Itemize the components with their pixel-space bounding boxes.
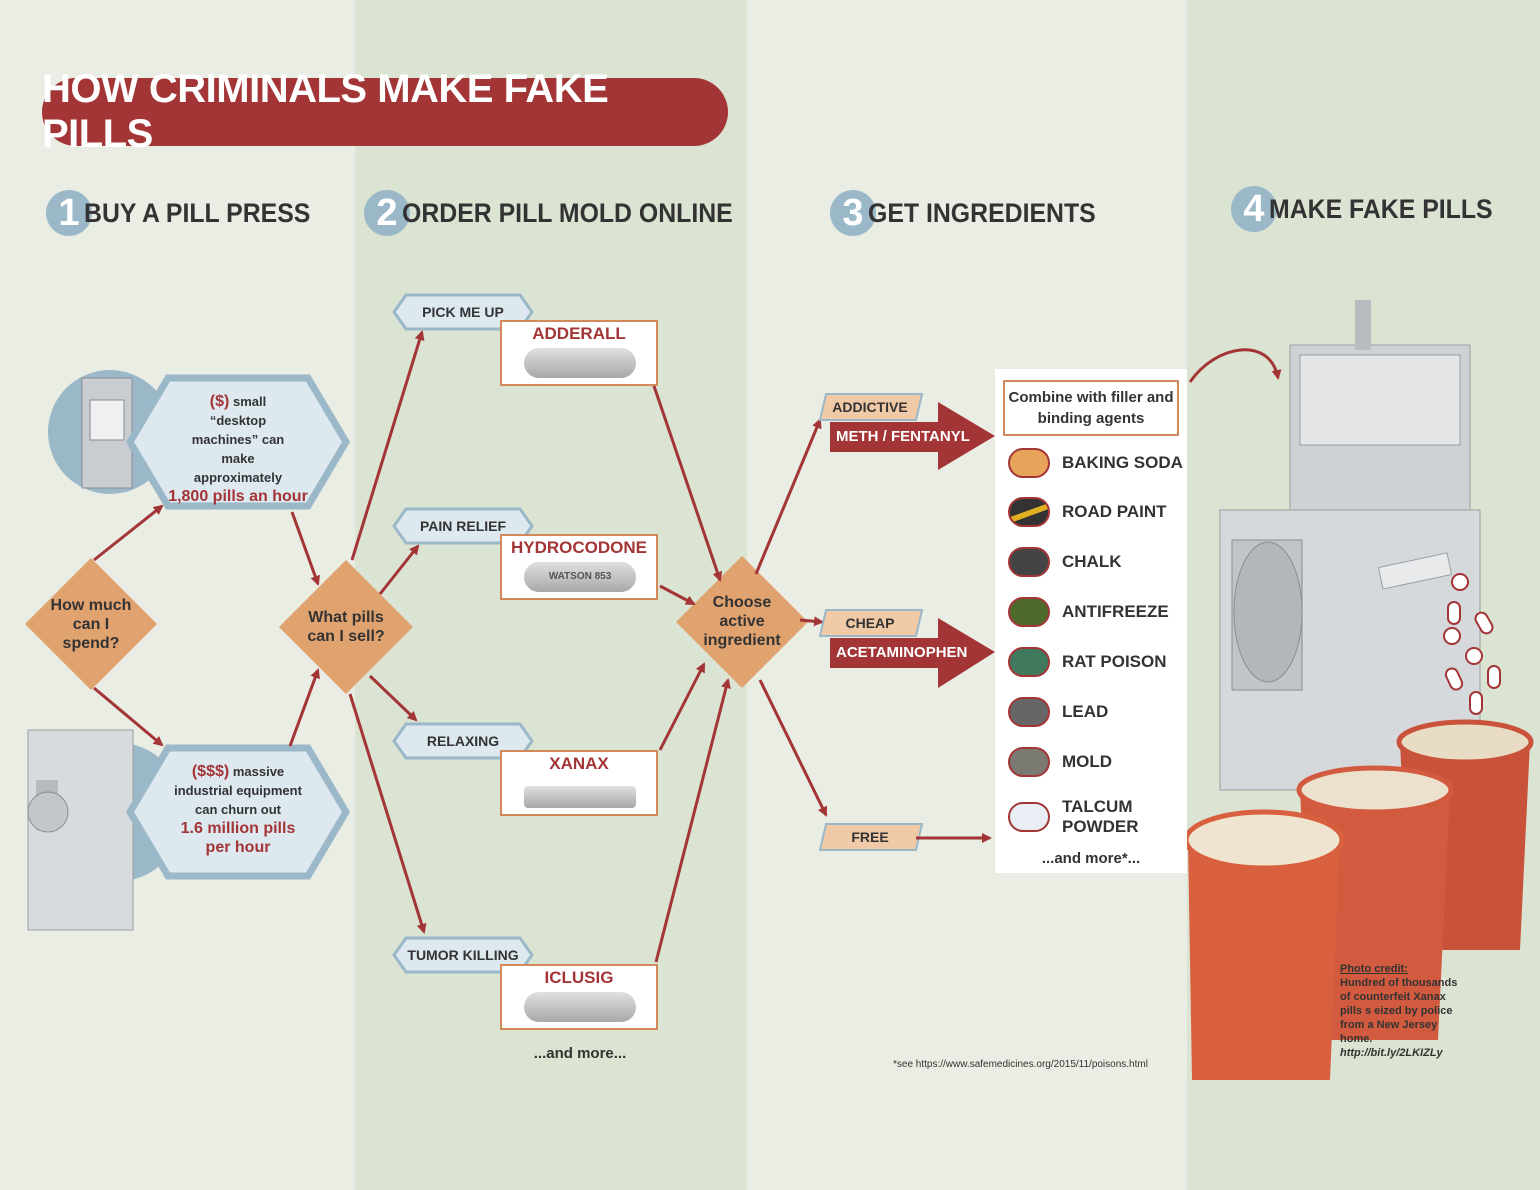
step-1-label: BUY A PILL PRESS [84, 197, 311, 228]
drug-box-iclusig: ICLUSIG [500, 964, 658, 1030]
small-machine-rate: 1,800 pills an hour [168, 488, 308, 505]
tag-cheap [818, 609, 924, 637]
to-machine-arrow [1188, 348, 1282, 383]
step-3-number: 3 [830, 190, 876, 236]
large-machine-rate: 1.6 million pills per hour [180, 820, 296, 856]
antifreeze-icon [1008, 597, 1050, 627]
drug-box-xanax: XANAX [500, 750, 658, 816]
page-title: HOW CRIMINALS MAKE FAKE PILLS [42, 67, 728, 156]
drug-box-adderall: ADDERALL [500, 320, 658, 386]
acetaminophen-arrow [830, 618, 995, 688]
tag-pain-relief-label: PAIN RELIEF [419, 518, 507, 534]
step-1-number: 1 [46, 190, 92, 236]
drugs-and-more: ...and more... [533, 1045, 627, 1062]
xanax-pill-image [524, 786, 636, 808]
acetaminophen-label: ACETAMINOPHEN [836, 644, 968, 661]
photo-credit: Photo credit: Hundred of thousands of co… [1340, 962, 1470, 1060]
step-3-heading: 3 GET INGREDIENTS [830, 188, 1116, 238]
sell-question: What pills can I sell? [307, 609, 385, 645]
baking-soda-icon [1008, 448, 1050, 478]
footnote: *see https://www.safemedicines.org/2015/… [893, 1059, 1148, 1070]
large-machine-text2: industrial equipment can churn out [174, 783, 302, 817]
drug-box-hydrocodone: HYDROCODONE WATSON 853 [500, 534, 658, 600]
small-machine-price: ($) [209, 393, 230, 410]
lead-icon [1008, 697, 1050, 727]
combine-box: Combine with filler and binding agents [1003, 380, 1179, 436]
photo-credit-heading: Photo credit: [1340, 963, 1408, 975]
adderall-pill-image [524, 348, 636, 378]
ingredient-row: MOLD [1008, 747, 1112, 777]
ingredient-row: TALCUM POWDER [1008, 797, 1142, 837]
ingredient-label: MOLD [1062, 752, 1113, 771]
spend-question: How much can I spend? [50, 596, 132, 652]
ingredient-label: BAKING SODA [1062, 453, 1183, 472]
ingredient-diamond [676, 556, 808, 688]
tag-tumor-killing-label: TUMOR KILLING [407, 947, 519, 963]
step-1-heading: 1 BUY A PILL PRESS [46, 188, 330, 238]
talcum-powder-icon [1008, 802, 1050, 832]
ingredient-row: BAKING SODA [1008, 448, 1183, 478]
step-2-heading: 2 ORDER PILL MOLD ONLINE [364, 188, 762, 238]
drug-name-adderall: ADDERALL [532, 324, 626, 343]
large-machine-price: ($$$) [191, 763, 230, 780]
hydrocodone-pill-image: WATSON 853 [524, 562, 636, 592]
drug-name-xanax: XANAX [549, 754, 609, 773]
tag-free-label: FREE [851, 829, 889, 845]
small-machine-hexagon [125, 374, 351, 510]
tag-pick-me-up-label: PICK ME UP [422, 304, 504, 320]
meth-fentanyl-label: METH / FENTANYL [836, 428, 970, 445]
road-paint-icon [1008, 497, 1050, 527]
step-4-number: 4 [1231, 186, 1277, 232]
tag-addictive-label: ADDICTIVE [832, 399, 908, 415]
photo-credit-body: Hundred of thousands of counterfeit Xana… [1340, 977, 1458, 1045]
ingredient-row: ROAD PAINT [1008, 497, 1167, 527]
ingredient-label: ANTIFREEZE [1062, 602, 1169, 621]
step-3-label: GET INGREDIENTS [868, 197, 1096, 228]
tag-relaxing-label: RELAXING [426, 733, 500, 749]
step-2-number: 2 [364, 190, 410, 236]
ingredient-row: LEAD [1008, 697, 1108, 727]
ingredient-row: CHALK [1008, 547, 1122, 577]
rat-poison-icon [1008, 647, 1050, 677]
ingredient-label: TALCUM POWDER [1062, 797, 1139, 836]
tag-cheap-label: CHEAP [845, 615, 895, 631]
small-machine-text: ($) small “desktop machines” can make ap… [150, 392, 326, 506]
pill-buckets [1183, 719, 1534, 1080]
tag-free [818, 823, 924, 851]
small-machine-text1: small [232, 394, 267, 409]
ingredient-label: CHALK [1062, 552, 1122, 571]
ingredient-label: LEAD [1062, 702, 1109, 721]
ingredient-question: Choose active ingredient [703, 593, 781, 649]
step-4-heading: 4 MAKE FAKE PILLS [1231, 184, 1512, 234]
ingredient-row: RAT POISON [1008, 647, 1167, 677]
iclusig-pill-image [524, 992, 636, 1022]
falling-pills [1443, 573, 1501, 715]
chalk-icon [1008, 547, 1050, 577]
large-machine-text: ($$$) massive industrial equipment can c… [150, 762, 326, 857]
step-4-label: MAKE FAKE PILLS [1269, 193, 1493, 224]
mold-icon [1008, 747, 1050, 777]
tag-addictive [818, 393, 924, 421]
meth-fentanyl-arrow [830, 402, 995, 470]
spend-diamond [25, 558, 157, 690]
large-machine-text1: massive [232, 764, 285, 779]
photo-credit-link[interactable]: http://bit.ly/2LKIZLy [1340, 1047, 1443, 1059]
step-2-label: ORDER PILL MOLD ONLINE [402, 197, 733, 228]
drug-name-iclusig: ICLUSIG [544, 968, 614, 987]
large-machine-hexagon [125, 744, 351, 880]
ingredient-label: RAT POISON [1062, 652, 1167, 671]
drug-name-hydrocodone: HYDROCODONE [510, 538, 647, 557]
ingredient-label: ROAD PAINT [1062, 502, 1167, 521]
small-machine-text2: “desktop machines” can make approximatel… [191, 413, 285, 485]
ingredients-and-more: ...and more*... [1041, 850, 1141, 867]
ingredient-row: ANTIFREEZE [1008, 597, 1169, 627]
